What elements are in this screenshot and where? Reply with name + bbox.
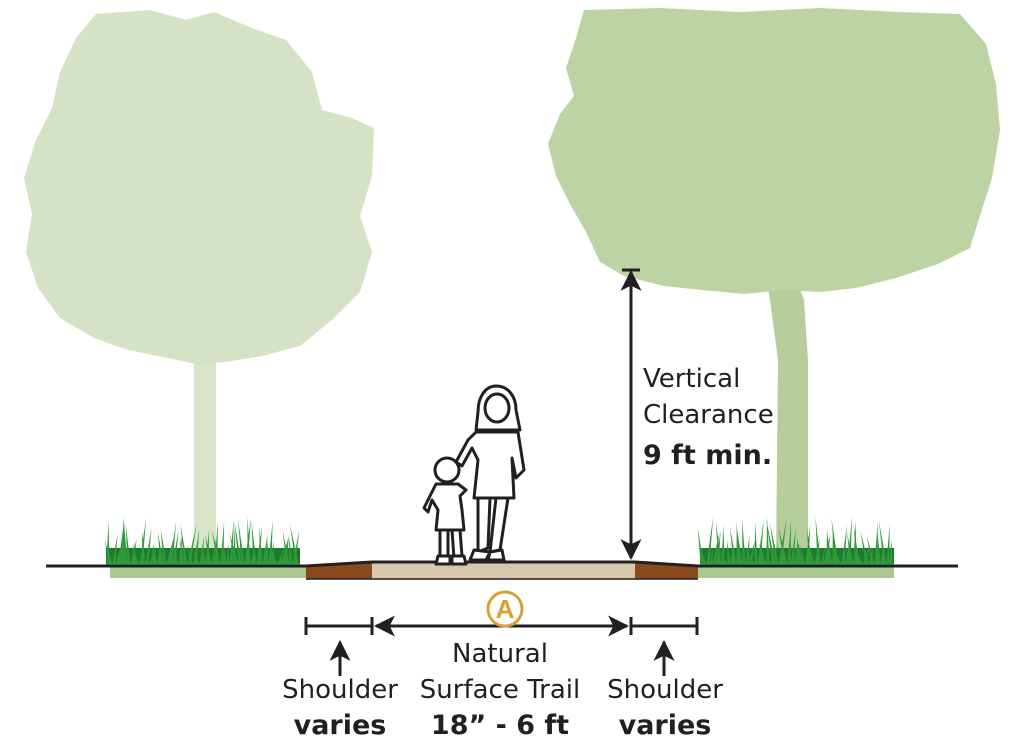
left-shoulder-label: Shoulder varies <box>282 675 398 741</box>
adult-and-child-walking-icon <box>424 386 524 564</box>
left-tree-canopy <box>24 10 374 364</box>
clearance-label-line1: Vertical <box>643 364 740 394</box>
trail-width-value: 18” - 6 ft <box>431 710 569 741</box>
trail-label: Natural Surface Trail 18” - 6 ft <box>420 639 580 741</box>
left-shoulder-value: varies <box>294 710 387 741</box>
right-tree-icon <box>548 8 1000 560</box>
right-ground-strip <box>698 566 894 578</box>
right-shoulder-value: varies <box>619 710 712 741</box>
right-tree-canopy <box>548 8 1000 294</box>
trail-surface <box>372 563 635 579</box>
clearance-label-line2: Clearance <box>643 400 774 430</box>
left-shoulder-label-text: Shoulder <box>282 675 398 705</box>
trail-label-line2: Surface Trail <box>420 675 580 705</box>
trail-label-line1: Natural <box>452 639 548 669</box>
child-head <box>435 458 459 482</box>
badge-letter: A <box>496 594 515 624</box>
child-feet <box>436 556 466 564</box>
left-tree-icon <box>24 10 374 562</box>
adult-legs <box>478 498 508 552</box>
child-body <box>424 484 466 530</box>
left-ground-strip <box>110 566 306 578</box>
adult-feet <box>470 550 504 560</box>
vertical-clearance-dimension: Vertical Clearance 9 ft min. <box>622 270 774 558</box>
child-legs <box>440 530 462 558</box>
trail-type-badge: A <box>488 592 522 626</box>
right-shoulder-label-text: Shoulder <box>607 675 723 705</box>
adult-body <box>456 432 524 498</box>
adult-head <box>485 394 509 422</box>
clearance-value: 9 ft min. <box>643 440 772 471</box>
right-shoulder-label: Shoulder varies <box>607 675 723 741</box>
